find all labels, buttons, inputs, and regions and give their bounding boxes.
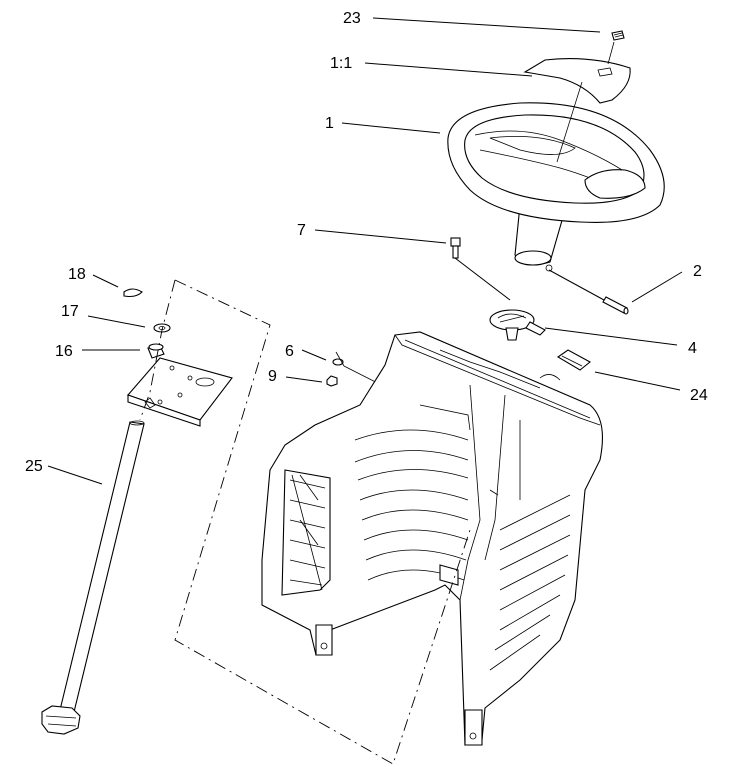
- emblem-part: [607, 30, 625, 65]
- callout-labels: 23 1:1 1 7 2 18 17 16 6 9 4 24 25: [25, 10, 708, 475]
- leader-lines: [47, 17, 683, 485]
- dash-console-housing: [261, 331, 603, 746]
- callout-7: 7: [297, 222, 306, 239]
- screw-part: [450, 237, 511, 301]
- callout-4: 4: [688, 340, 697, 357]
- callout-18: 18: [68, 266, 86, 283]
- callout-24: 24: [690, 387, 708, 404]
- callout-1-1: 1:1: [330, 55, 352, 72]
- bushing-part: [556, 349, 591, 371]
- callout-23: 23: [343, 10, 361, 27]
- assembly-centerline: [174, 279, 471, 765]
- assembly-centerline-upper: [139, 279, 176, 421]
- callout-9: 9: [268, 368, 277, 385]
- callout-17: 17: [61, 303, 79, 320]
- callout-2: 2: [693, 263, 702, 280]
- callout-16: 16: [55, 343, 73, 360]
- steering-wheel: [447, 102, 665, 272]
- callout-1: 1: [325, 115, 334, 132]
- roll-pin-part: [548, 269, 629, 315]
- callout-6: 6: [285, 343, 294, 360]
- steering-wheel-cap: [523, 58, 631, 163]
- steering-adapter: [489, 309, 546, 341]
- callout-25: 25: [25, 458, 43, 475]
